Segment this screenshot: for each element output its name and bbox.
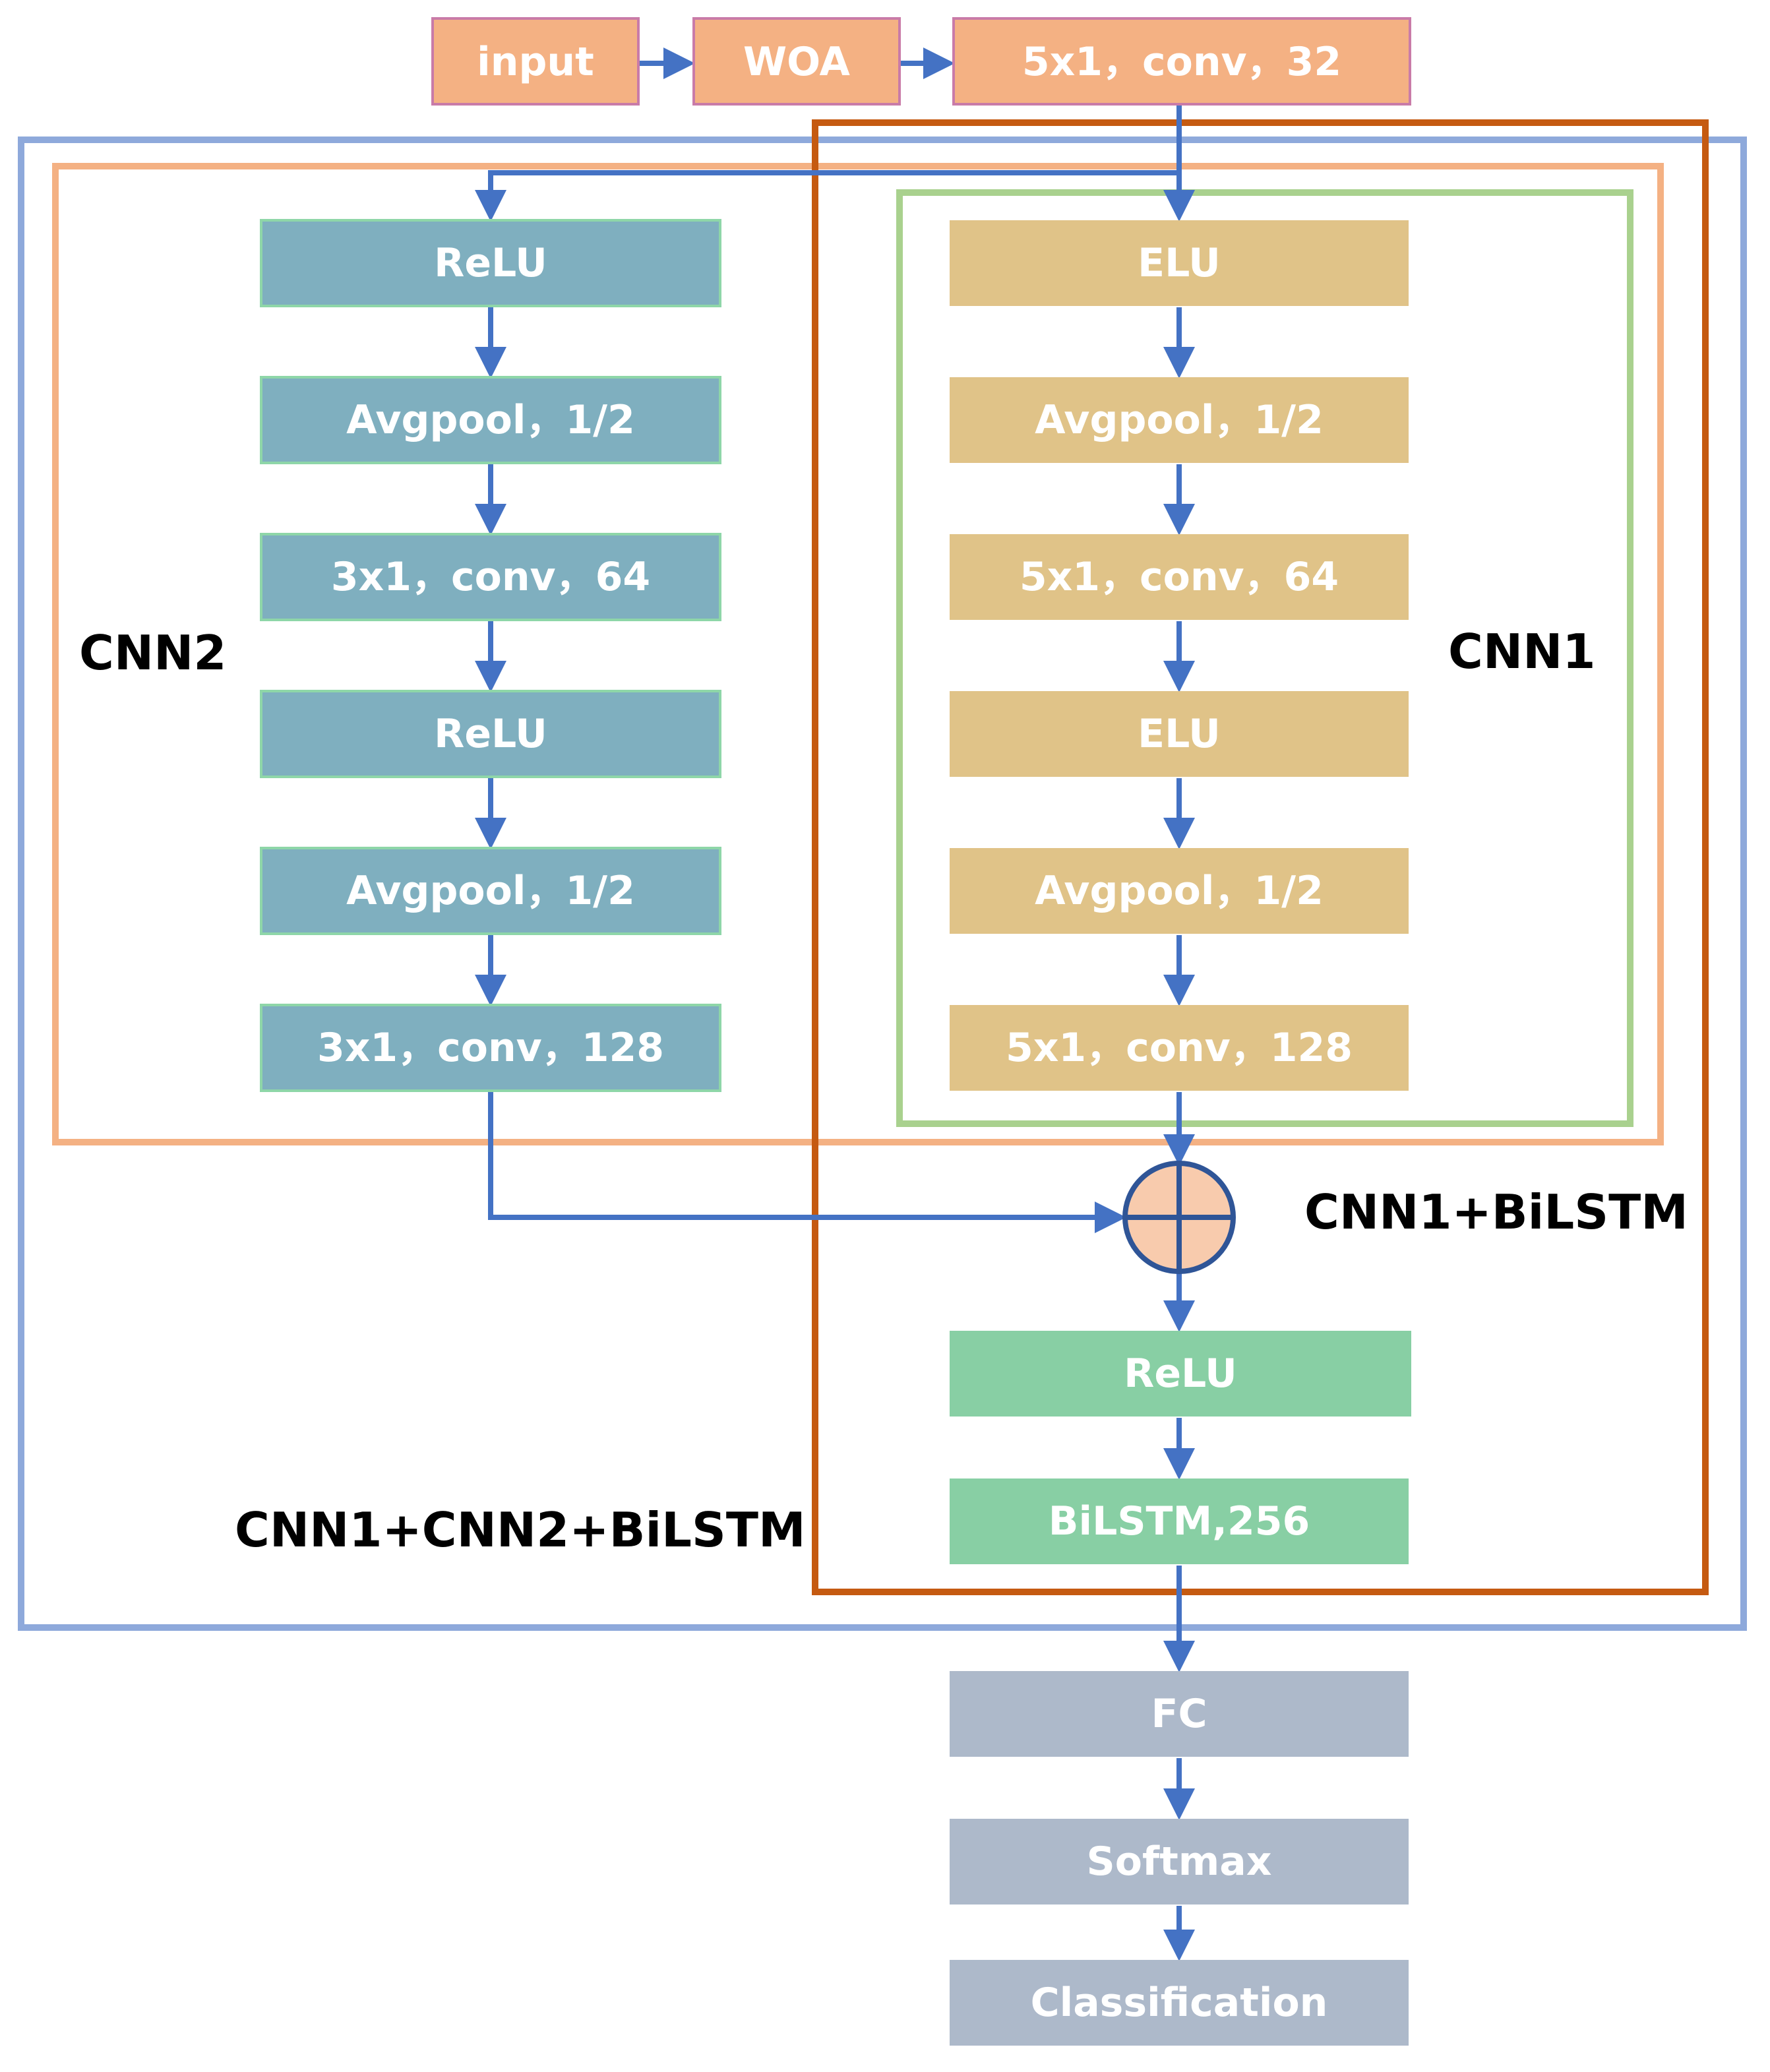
- node-cnn2-conv-3x1-128-label: 3x1，conv，128: [317, 1025, 664, 1071]
- group-label-cnn2: CNN2: [79, 625, 226, 681]
- add-operator-icon: [1122, 1161, 1236, 1274]
- node-fc-label: FC: [1151, 1691, 1207, 1737]
- node-cnn1-avgpool-1: Avgpool，1/2: [950, 377, 1409, 463]
- node-cnn2-relu-2: ReLU: [260, 690, 721, 778]
- node-cnn2-avgpool-1: Avgpool，1/2: [260, 376, 721, 464]
- frame-cnn1-bilstm: [812, 119, 1709, 1595]
- frame-cnn1: [896, 189, 1633, 1127]
- node-cnn1-elu-2: ELU: [950, 691, 1409, 777]
- node-cnn2-relu-1: ReLU: [260, 219, 721, 307]
- node-woa: WOA: [692, 17, 901, 106]
- node-cnn1-conv-5x1-128: 5x1，conv，128: [950, 1005, 1409, 1091]
- group-label-cnn1: CNN1: [1448, 624, 1595, 679]
- node-cnn2-conv-3x1-64-label: 3x1，conv，64: [331, 554, 650, 600]
- node-cnn1-conv-5x1-128-label: 5x1，conv，128: [1006, 1025, 1353, 1071]
- node-cnn2-conv-3x1-64: 3x1，conv，64: [260, 533, 721, 621]
- node-cnn2-relu-1-label: ReLU: [434, 240, 547, 286]
- edge-split-cnn2: [475, 170, 1179, 222]
- node-cnn1-avgpool-2-label: Avgpool，1/2: [1035, 868, 1324, 914]
- node-cnn2-avgpool-2: Avgpool，1/2: [260, 847, 721, 935]
- group-label-cnn1-bilstm: CNN1+BiLSTM: [1304, 1184, 1688, 1240]
- node-input-label: input: [477, 39, 594, 85]
- node-cnn2-relu-2-label: ReLU: [434, 711, 547, 757]
- node-classification: Classification: [950, 1960, 1409, 2046]
- node-cnn2-avgpool-2-label: Avgpool，1/2: [346, 868, 635, 914]
- node-softmax: Softmax: [950, 1819, 1409, 1904]
- node-input: input: [431, 17, 640, 106]
- node-cnn1-conv-5x1-64: 5x1，conv，64: [950, 534, 1409, 620]
- node-cnn1-elu-2-label: ELU: [1138, 711, 1221, 757]
- frame-cnn1-cnn2-bilstm: [18, 137, 1747, 1631]
- node-cnn2-conv-3x1-128: 3x1，conv，128: [260, 1004, 721, 1092]
- node-relu-merge-label: ReLU: [1124, 1351, 1237, 1397]
- frame-cnn2: [52, 163, 1664, 1145]
- node-cnn2-avgpool-1-label: Avgpool，1/2: [346, 397, 635, 443]
- node-cnn1-conv-5x1-64-label: 5x1，conv，64: [1020, 554, 1339, 600]
- node-conv-5x1-32: 5x1，conv，32: [952, 17, 1411, 106]
- node-woa-label: WOA: [743, 39, 851, 85]
- node-cnn1-elu-1: ELU: [950, 220, 1409, 306]
- node-classification-label: Classification: [1031, 1980, 1328, 2026]
- node-bilstm: BiLSTM,256: [950, 1478, 1409, 1564]
- group-label-cnn1-cnn2-bilstm: CNN1+CNN2+BiLSTM: [235, 1502, 806, 1558]
- node-cnn1-avgpool-2: Avgpool，1/2: [950, 848, 1409, 934]
- node-fc: FC: [950, 1671, 1409, 1757]
- node-conv-5x1-32-label: 5x1，conv，32: [1022, 39, 1341, 85]
- edge-cnn2-to-add: [488, 1092, 1126, 1233]
- node-cnn1-elu-1-label: ELU: [1138, 240, 1221, 286]
- node-relu-merge: ReLU: [950, 1331, 1411, 1417]
- node-softmax-label: Softmax: [1087, 1839, 1272, 1885]
- node-cnn1-avgpool-1-label: Avgpool，1/2: [1035, 397, 1324, 443]
- node-bilstm-label: BiLSTM,256: [1049, 1498, 1310, 1544]
- edges: [475, 47, 1195, 1961]
